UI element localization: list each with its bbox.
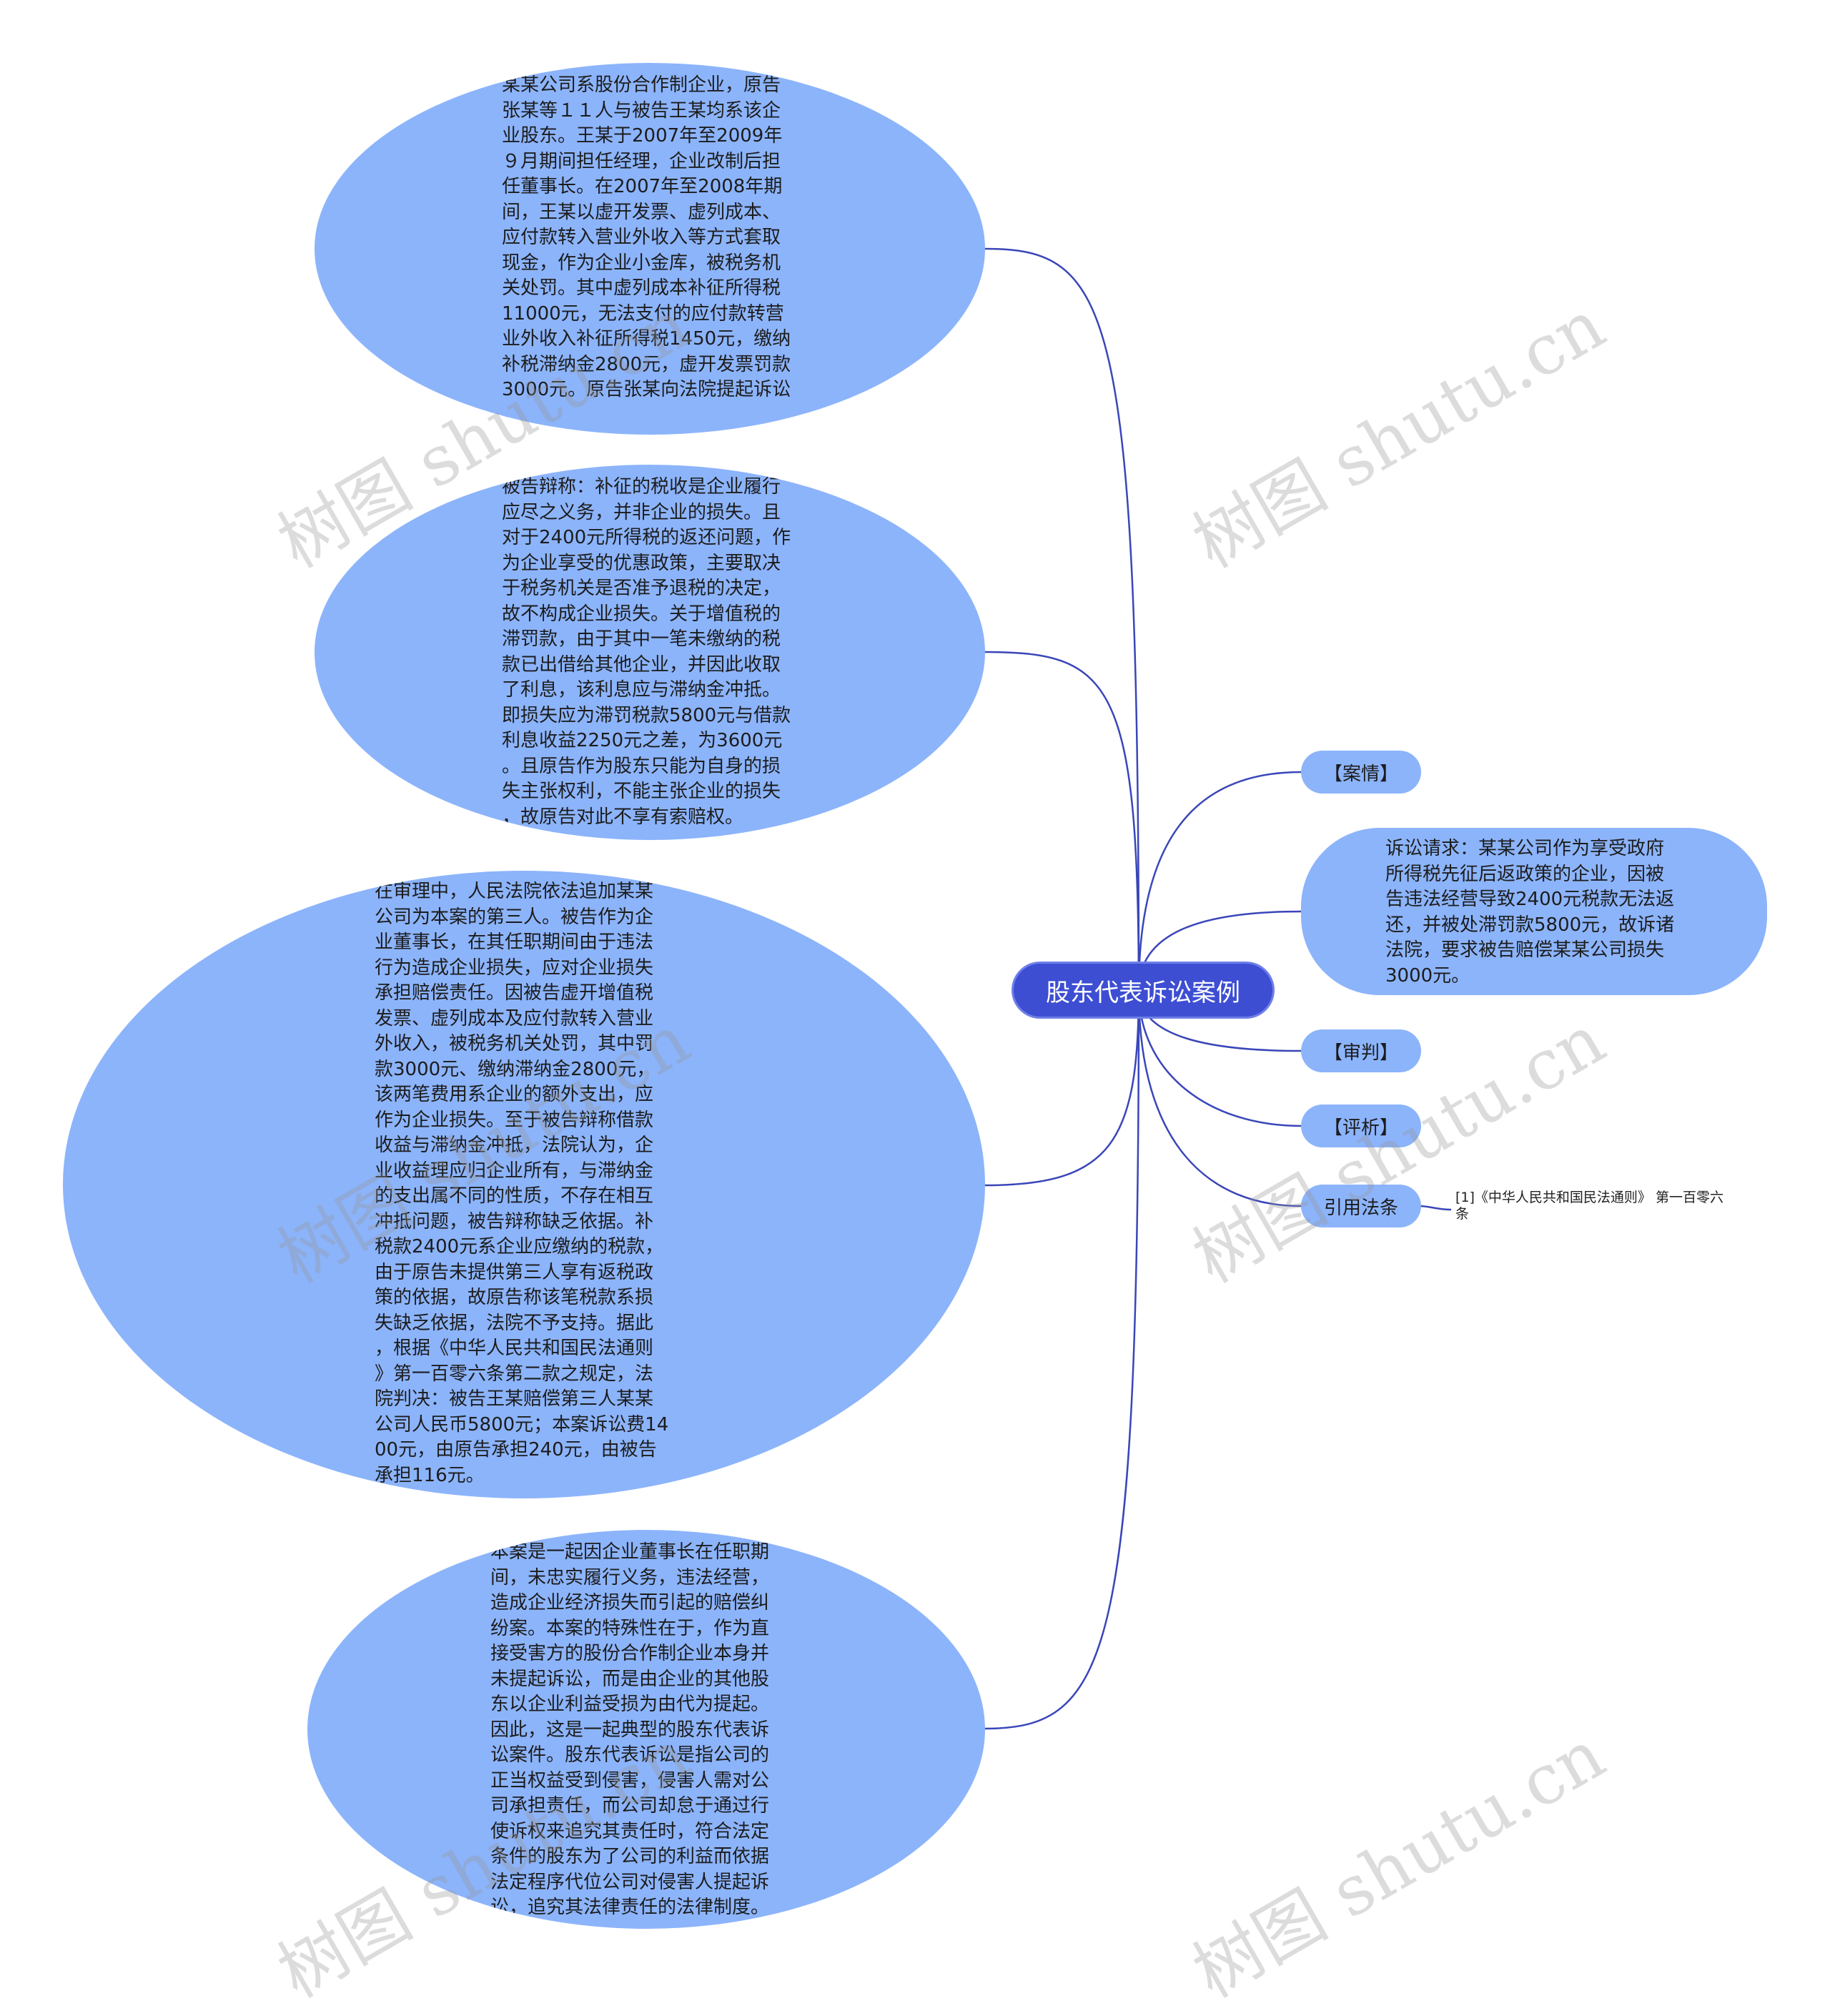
tag-trial[interactable]: 【审判】 — [1301, 1029, 1421, 1072]
node-trial[interactable]: 在审理中，人民法院依法追加某某 公司为本案的第三人。被告作为企 业董事长，在其任… — [63, 871, 985, 1498]
node-defense[interactable]: 被告辩称：补征的税收是企业履行 应尽之义务，并非企业的损失。且 对于2400元所… — [315, 465, 985, 840]
node-analysis-text: 本案是一起因企业董事长在任职期 间，未忠实履行义务，违法经营， 造成企业经济损失… — [490, 1541, 770, 1918]
tag-case-facts[interactable]: 【案情】 — [1301, 751, 1421, 794]
node-case-facts[interactable]: 某某公司系股份合作制企业，原告 张某等１１人与被告王某均系该企 业股东。王某于2… — [315, 63, 985, 435]
node-claim[interactable]: 诉讼请求：某某公司作为享受政府 所得税先征后返政策的企业，因被 告违法经营导致2… — [1301, 828, 1767, 995]
tag-law-citation[interactable]: 引用法条 — [1301, 1185, 1421, 1227]
law-reference-text: [1]《中华人民共和国民法通则》 第一百零六 条 — [1455, 1190, 1723, 1222]
node-trial-text: 在审理中，人民法院依法追加某某 公司为本案的第三人。被告作为企 业董事长，在其任… — [375, 881, 669, 1486]
node-case-facts-text: 某某公司系股份合作制企业，原告 张某等１１人与被告王某均系该企 业股东。王某于2… — [502, 74, 791, 426]
node-analysis[interactable]: 本案是一起因企业董事长在任职期 间，未忠实履行义务，违法经营， 造成企业经济损失… — [307, 1530, 985, 1929]
link-root-to-trial — [984, 989, 1140, 1187]
link-root-to-case-facts — [984, 247, 1140, 991]
link-root-to-case-label — [1137, 771, 1302, 991]
tag-analysis[interactable]: 【评析】 — [1301, 1105, 1421, 1147]
link-root-to-analysis — [984, 989, 1140, 1730]
root-node[interactable]: 股东代表诉讼案例 — [1014, 964, 1272, 1017]
node-claim-text: 诉讼请求：某某公司作为享受政府 所得税先征后返政策的企业，因被 告违法经营导致2… — [1385, 838, 1675, 987]
link-root-to-analysis-label — [1137, 989, 1302, 1127]
link-root-to-defense — [984, 651, 1140, 991]
node-defense-text: 被告辩称：补征的税收是企业履行 应尽之义务，并非企业的损失。且 对于2400元所… — [502, 476, 791, 828]
link-law-label-to-ref — [1418, 1205, 1452, 1211]
link-root-to-law-label — [1137, 989, 1302, 1207]
